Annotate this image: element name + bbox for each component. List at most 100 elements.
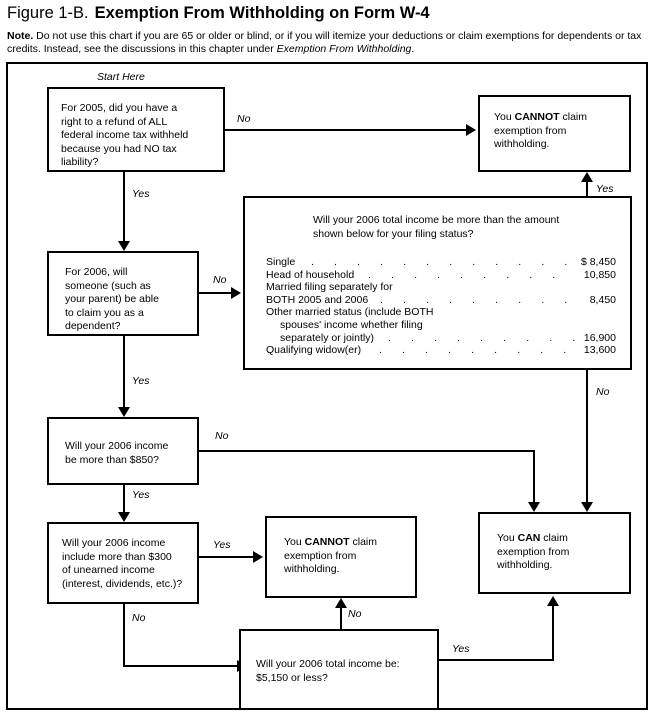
filing-status-amount: 8,450 [589,293,616,306]
edge-label-unearned-no: No [132,612,146,624]
can-post: claim exemption from withholding. [497,532,570,572]
note-body-2: . [411,43,415,56]
cannot-mid-pre: You [284,536,305,548]
filing-status-name: Married filing separately for [266,281,393,294]
node-result-cannot-top-text: You CANNOT claim exemption from withhold… [494,111,624,152]
edge-unearned-no-vline [123,604,125,667]
filing-status-name: BOTH 2005 and 2006 [266,293,369,306]
edge-income850-no-arrowhead [528,502,540,512]
edge-label-dependent-yes: Yes [132,375,150,387]
edge-refund-no-line [225,129,468,131]
table-row: Other married status (include BOTH [266,306,616,319]
edge-unearned-yes-line [199,556,255,558]
filing-status-name: separately or jointly) [280,331,374,344]
filing-status-name: Head of household [266,268,355,281]
edge-label-dependent-no: No [213,274,227,286]
node-question-refund-2005: For 2005, did you have a right to a refu… [47,87,225,172]
edge-dependent-yes-line [123,336,125,409]
filing-status-name: Other married status (include BOTH [266,306,434,319]
edge-total5150-no-arrowhead [335,598,347,608]
edge-total5150-no-line [340,608,342,631]
filing-status-name: Single [266,256,296,268]
filing-status-amount: 16,900 [583,331,616,344]
node-question-income-850: Will your 2006 income be more than $850? [47,417,199,485]
filing-status-question-text: Will your 2006 total income be more than… [313,214,560,240]
node-question-refund-2005-text: For 2005, did you have a right to a refu… [61,102,189,169]
figure-note: Note. Do not use this chart if you are 6… [7,30,643,56]
dot-leader: . . . . . . . . . . . . . . [388,331,576,344]
node-result-cannot-middle: You CANNOT claim exemption from withhold… [265,516,417,598]
node-result-cannot-top: You CANNOT claim exemption from withhold… [478,95,631,172]
node-result-can-text: You CAN claim exemption from withholding… [497,532,627,573]
edge-dependent-no-line [199,292,233,294]
note-label: Note. [7,30,34,42]
edge-income850-yes-line [123,485,125,514]
edge-label-unearned-yes: Yes [213,539,231,551]
table-row: Single . . . . . . . . . . . . . . . . .… [266,256,616,269]
node-question-filing-status-income: Will your 2006 total income be more than… [243,196,632,370]
edge-filing-no-line [586,370,588,504]
node-question-income-850-text: Will your 2006 income be more than $850? [65,440,169,466]
figure-number: Figure 1-B. [7,4,89,22]
edge-income850-no-vline [533,450,535,504]
edge-label-income850-no: No [215,430,229,442]
dot-leader: . . . . . . . . . . . . . . . . . . . . … [311,256,576,268]
node-question-unearned-300: Will your 2006 income include more than … [47,522,199,604]
edge-filing-yes-arrowhead [581,172,593,182]
node-question-unearned-300-text: Will your 2006 income include more than … [62,537,183,590]
note-italic-reference: Exemption From Withholding [276,43,412,56]
filing-status-amount: $ 8,450 [580,256,616,268]
dot-leader: . . . . . . . . . . . . . . . . [368,268,576,281]
edge-income850-no-hline [199,450,535,452]
node-question-total-5150: Will your 2006 total income be: $5,150 o… [239,629,439,710]
cannot-top-pre: You [494,111,515,123]
edge-filing-no-arrowhead [581,502,593,512]
node-question-dependent-2006-text: For 2006, will someone (such as your par… [65,266,159,333]
edge-unearned-no-hline [123,665,239,667]
filing-status-table: Single . . . . . . . . . . . . . . . . .… [266,256,616,357]
table-row: Married filing separately for [266,281,616,294]
dot-leader: . . . . . . . . . . . . . . . [379,344,576,357]
filing-status-name: Qualifying widow(er) [266,344,362,357]
figure-title: Figure 1-B. Exemption From Withholding on… [7,3,647,23]
edge-refund-no-arrowhead [466,124,476,136]
cannot-mid-emphasis: CANNOT [304,536,350,548]
edge-dependent-no-arrowhead [231,287,241,299]
note-body-1: Do not use this chart if you are 65 or o… [7,30,642,56]
table-row: spouses' income whether filing [266,319,616,332]
edge-label-filing-yes: Yes [596,183,614,195]
edge-unearned-yes-arrowhead [253,551,263,563]
table-row: BOTH 2005 and 2006 . . . . . . . . . . .… [266,294,616,307]
edge-label-refund-no: No [237,113,251,125]
table-row: Head of household . . . . . . . . . . . … [266,269,616,282]
edge-refund-yes-arrowhead [118,241,130,251]
edge-total5150-yes-arrowhead [547,596,559,606]
table-row: Qualifying widow(er) . . . . . . . . . .… [266,344,616,357]
edge-refund-yes-line [123,172,125,243]
edge-label-income850-yes: Yes [132,489,150,501]
table-row: separately or jointly) . . . . . . . . .… [266,332,616,345]
cannot-top-post: claim exemption from withholding. [494,111,587,151]
can-emphasis: CAN [517,532,541,544]
edge-label-total5150-yes: Yes [452,643,470,655]
cannot-mid-post: claim exemption from withholding. [284,536,377,576]
edge-total5150-yes-hline [439,659,554,661]
filing-status-amount: 13,600 [583,344,616,357]
edge-filing-yes-line [586,182,588,196]
dot-leader: . . . . . . . . . . . . . . . [380,293,576,306]
edge-label-total5150-no: No [348,608,362,620]
edge-total5150-yes-vline [552,606,554,661]
edge-label-refund-yes: Yes [132,188,150,200]
start-here-label: Start Here [97,71,145,83]
filing-status-name: spouses' income whether filing [280,318,423,331]
node-result-can: You CAN claim exemption from withholding… [478,512,631,594]
node-result-cannot-middle-text: You CANNOT claim exemption from withhold… [284,536,414,577]
cannot-top-emphasis: CANNOT [514,111,560,123]
can-pre: You [497,532,518,544]
edge-income850-yes-arrowhead [118,512,130,522]
figure-title-text: Exemption From Withholding on Form W-4 [94,4,430,22]
node-question-total-5150-text: Will your 2006 total income be: $5,150 o… [256,658,400,684]
edge-dependent-yes-arrowhead [118,407,130,417]
edge-label-filing-no: No [596,386,610,398]
